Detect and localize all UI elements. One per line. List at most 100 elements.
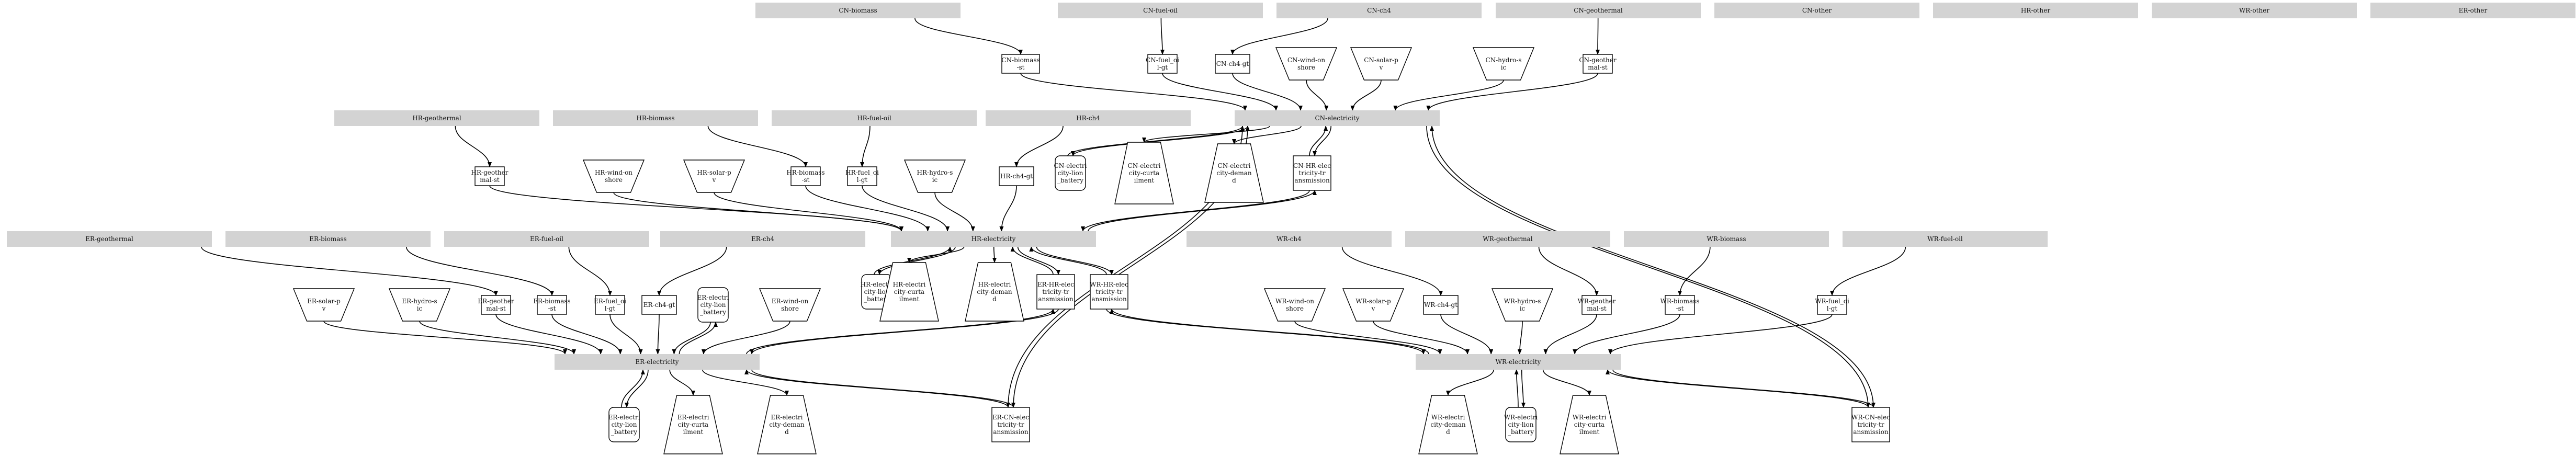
edge-cn-biomass-st-to-cn-electricity — [1020, 73, 1247, 111]
edge-cn-hr-tx-to-cn-electricity — [1309, 126, 1328, 156]
node-shape — [553, 110, 758, 126]
node-label: d — [992, 295, 997, 303]
edge-cn-wind-onshore-to-cn-electricity — [1306, 79, 1329, 111]
node-label: d — [1232, 177, 1236, 184]
node-shape — [1851, 407, 1890, 442]
edge-er-electricity-to-er-demand — [702, 369, 789, 396]
node-label: ER-electri — [697, 294, 729, 301]
node-label: mal-st — [1588, 64, 1608, 71]
node-label: _battery — [864, 295, 890, 303]
node-label: ilment — [1134, 177, 1155, 184]
node-label: city-curta — [1129, 169, 1159, 177]
edge-hr-biomass-to-hr-biomass-st — [707, 126, 808, 167]
node-label: HR-hydro-s — [917, 169, 953, 176]
node-label: ER-fuel-oil — [530, 235, 563, 243]
node-label: v — [1371, 305, 1375, 312]
node-shape — [1583, 54, 1613, 74]
node-shape — [1114, 142, 1174, 204]
edge-er-hydro-s-to-er-electricity — [419, 321, 577, 355]
node-label: city-deman — [769, 421, 805, 428]
node-shape — [1090, 274, 1128, 310]
node-hr-electricity: HR-electricity — [891, 231, 1096, 247]
edge-hr-geothermal-to-hr-geothermal-st — [455, 126, 492, 167]
edge-hr-electricity-to-hr-demand-cur — [907, 246, 965, 263]
node-shape — [334, 110, 539, 126]
node-label: ansmission — [1853, 428, 1889, 436]
node-label: WR-fuel-oil — [1927, 235, 1963, 243]
node-label: city-deman — [977, 288, 1012, 295]
node-label: WR-other — [2239, 7, 2269, 14]
edge-cn-hr-tx-to-hr-electricity — [1081, 190, 1310, 232]
node-shape — [1933, 3, 2138, 18]
node-shape — [641, 295, 677, 315]
node-shape — [1472, 47, 1535, 81]
node-label: ansmission — [1091, 295, 1127, 303]
node-label: WR-biomass — [1707, 235, 1746, 243]
edge-hr-hydro-s-to-hr-electricity — [934, 192, 975, 232]
edge-cn-battery-to-cn-electricity — [1067, 126, 1245, 156]
node-label: ER-electricity — [635, 358, 679, 366]
node-er-fuel-oil: ER-fuel-oil — [444, 231, 649, 247]
node-label: CN-electri — [1054, 162, 1087, 169]
node-label: d — [1446, 428, 1450, 436]
edge-cn-ch4-to-cn-ch4-gt — [1230, 18, 1328, 55]
node-shape — [2152, 3, 2357, 18]
node-er-geothermal-st: ER-geothermal-st — [478, 295, 514, 315]
node-shape — [1496, 3, 1701, 18]
edge-hr-wind-onshore-to-hr-electricity — [613, 192, 903, 232]
edge-cn-biomass-to-cn-biomass-st — [914, 18, 1023, 55]
node-label: tricity-tr — [1857, 421, 1884, 428]
node-shape — [1817, 295, 1847, 315]
node-er-biomass: ER-biomass — [225, 231, 431, 247]
node-shape — [755, 3, 961, 18]
node-label: WR-ch4-gt — [1424, 301, 1458, 309]
node-label: CN-electri — [1218, 162, 1251, 169]
edge-cn-fuel-oil-gt-to-cn-electricity — [1162, 73, 1279, 111]
node-shape — [1215, 54, 1250, 74]
node-shape — [537, 295, 567, 315]
edge-er-electricity-to-er-demand-cur — [669, 369, 695, 396]
node-label: HR-electri — [861, 281, 894, 288]
node-er-geothermal: ER-geothermal — [7, 231, 212, 247]
edge-hr-fuel-oil-to-hr-fuel-oil-gt — [860, 126, 871, 167]
node-label: HR-solar-p — [697, 169, 731, 176]
node-label: WR-hydro-s — [1504, 298, 1541, 305]
node-label: ER-other — [2459, 7, 2488, 14]
node-label: ilment — [683, 428, 704, 436]
node-shape — [481, 295, 511, 315]
edge-wr-biomass-st-to-wr-electricity — [1573, 314, 1680, 355]
edge-er-ch4-to-er-ch4-gt — [657, 246, 727, 296]
node-label: CN-fuel_oi — [1146, 56, 1179, 64]
edge-er-electricity-to-hr-er-tx — [746, 309, 1055, 355]
node-label: WR-solar-p — [1355, 298, 1391, 305]
node-label: city-lion — [1058, 169, 1083, 177]
edge-hr-battery-to-hr-electricity — [874, 246, 952, 275]
edge-wr-electricity-to-wr-battery — [1521, 369, 1526, 408]
node-label: WR-electri — [1431, 414, 1465, 421]
node-wr-ch4-gt: WR-ch4-gt — [1423, 295, 1459, 315]
edge-wr-biomass-to-wr-biomass-st — [1678, 246, 1711, 296]
node-shape — [790, 166, 821, 186]
node-er-ch4-gt: ER-ch4-gt — [641, 295, 677, 315]
node-label: WR-electricity — [1496, 358, 1541, 366]
node-shape — [903, 159, 966, 193]
edge-er-geothermal-to-er-geothermal-st — [201, 246, 498, 296]
node-label: city-curta — [678, 421, 708, 428]
node-wr-fuel-oil-gt: WR-fuel_oil-gt — [1815, 295, 1849, 315]
node-label: CN-other — [1802, 7, 1832, 14]
node-wr-solar-pv: WR-solar-pv — [1342, 288, 1405, 322]
node-shape — [1058, 3, 1263, 18]
node-label: CN-electri — [1128, 162, 1161, 169]
node-hr-geothermal-st: HR-geothermal-st — [471, 166, 509, 186]
node-label: -st — [1016, 64, 1024, 71]
edge-wr-hydro-s-to-wr-electricity — [1517, 321, 1523, 355]
edge-er-cn-tx-to-er-electricity — [744, 369, 1009, 408]
node-wr-battery: WR-electricity-lion_battery — [1504, 407, 1538, 442]
node-shape — [444, 231, 649, 247]
node-label: CN-electricity — [1315, 115, 1359, 122]
node-label: HR-fuel-oil — [857, 115, 891, 122]
node-label: ER-electri — [771, 414, 803, 421]
